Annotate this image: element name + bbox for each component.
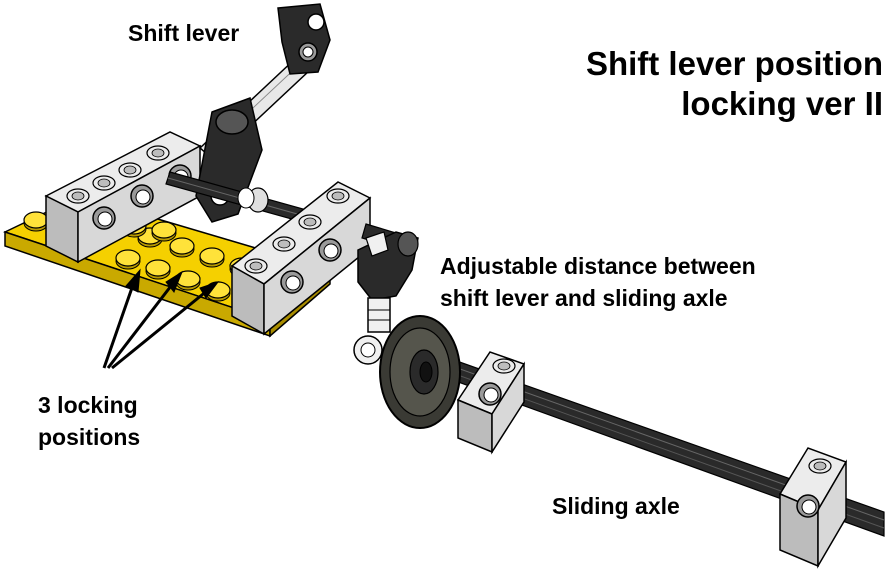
diagram-title: Shift lever position locking ver II <box>586 44 883 124</box>
locking-arrows <box>102 268 220 370</box>
axle-connector <box>357 231 419 301</box>
sliding-axle-label: Sliding axle <box>552 493 680 519</box>
locking-label-line-2: positions <box>38 424 141 450</box>
adjustable-distance-label: Adjustable distance between shift lever … <box>440 250 756 314</box>
adjustable-label-line-2: shift lever and sliding axle <box>440 285 728 311</box>
shift-lever-handle <box>277 3 331 75</box>
shift-lever-label: Shift lever <box>128 20 240 46</box>
slider-block-1 <box>456 351 526 455</box>
right-brick <box>230 181 372 336</box>
slider-block-2 <box>778 447 848 569</box>
gear <box>379 315 461 429</box>
locking-label-line-1: 3 locking <box>38 392 138 418</box>
locking-positions-label: 3 locking positions <box>38 389 140 453</box>
connector-pin <box>353 297 391 365</box>
title-line-2: locking ver II <box>681 85 883 122</box>
title-line-1: Shift lever position <box>585 45 883 82</box>
adjustable-label-line-1: Adjustable distance between <box>440 253 756 279</box>
